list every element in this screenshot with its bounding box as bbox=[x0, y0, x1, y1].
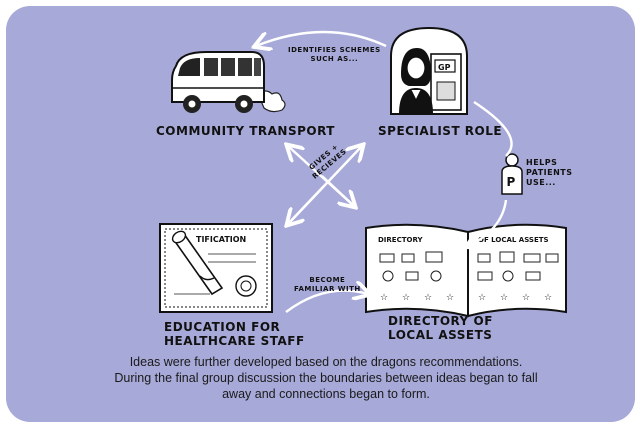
svg-text:☆: ☆ bbox=[478, 293, 486, 303]
label-become-line1: BECOME bbox=[309, 276, 346, 284]
label-directory: DIRECTORY OF LOCAL ASSETS bbox=[388, 314, 493, 342]
arrow-cross-b2 bbox=[288, 185, 325, 224]
label-specialist-role: SPECIALIST ROLE bbox=[378, 124, 503, 138]
patient-icon: P bbox=[501, 153, 523, 195]
label-community-transport: COMMUNITY TRANSPORT bbox=[156, 124, 335, 138]
caption-line1: Ideas were further developed based on th… bbox=[129, 355, 523, 369]
svg-text:☆: ☆ bbox=[500, 293, 508, 303]
diagram-panel: GP TIFICATION DI bbox=[6, 6, 635, 422]
label-education: EDUCATION FOR HEALTHCARE STAFF bbox=[164, 320, 305, 348]
label-become-familiar: BECOME FAMILIAR WITH bbox=[294, 276, 361, 294]
svg-text:☆: ☆ bbox=[446, 293, 454, 303]
certificate-icon: TIFICATION bbox=[159, 223, 273, 313]
arrow-cross-a2 bbox=[321, 175, 354, 206]
arrow-identifies bbox=[256, 30, 387, 46]
label-helps-line1: HELPS bbox=[526, 158, 558, 167]
label-become-line2: FAMILIAR WITH bbox=[294, 285, 361, 293]
svg-text:☆: ☆ bbox=[544, 293, 552, 303]
svg-text:☆: ☆ bbox=[522, 293, 530, 303]
label-helps-line3: USE... bbox=[526, 178, 556, 187]
diagram-artwork: GP TIFICATION DI bbox=[159, 26, 567, 318]
label-education-line2: HEALTHCARE STAFF bbox=[164, 334, 305, 348]
label-identifies-line2: SUCH AS... bbox=[310, 55, 359, 63]
gp-specialist-icon: GP bbox=[390, 26, 468, 115]
label-identifies-line1: IDENTIFIES SCHEMES bbox=[288, 46, 381, 54]
caption-line2: During the final group discussion the bo… bbox=[114, 371, 538, 385]
label-helps-line2: PATIENTS bbox=[526, 168, 573, 177]
svg-text:☆: ☆ bbox=[380, 293, 388, 303]
label-helps: HELPS PATIENTS USE... bbox=[526, 158, 573, 188]
caption: Ideas were further developed based on th… bbox=[46, 354, 606, 402]
arrow-helps-lower bbox=[468, 199, 508, 246]
label-education-line1: EDUCATION FOR bbox=[164, 320, 281, 334]
patient-badge-letter: P bbox=[507, 175, 516, 189]
label-identifies: IDENTIFIES SCHEMES SUCH AS... bbox=[288, 46, 381, 64]
svg-text:☆: ☆ bbox=[424, 293, 432, 303]
certificate-heading-text: TIFICATION bbox=[196, 235, 246, 244]
book-right-title: OF LOCAL ASSETS bbox=[478, 236, 549, 244]
arrow-helps bbox=[473, 100, 513, 157]
label-directory-line2: LOCAL ASSETS bbox=[388, 328, 493, 342]
arrow-become-familiar bbox=[285, 291, 368, 313]
gp-sign-text: GP bbox=[438, 63, 451, 72]
minibus-icon bbox=[171, 51, 286, 113]
label-directory-line1: DIRECTORY OF bbox=[388, 314, 493, 328]
directory-book-icon: DIRECTORY OF LOCAL ASSETS ☆ ☆ ☆ ☆ ☆ ☆ ☆ ☆ bbox=[365, 223, 567, 318]
caption-line3: away and connections began to form. bbox=[222, 387, 430, 401]
book-left-title: DIRECTORY bbox=[378, 236, 423, 244]
svg-text:☆: ☆ bbox=[402, 293, 410, 303]
